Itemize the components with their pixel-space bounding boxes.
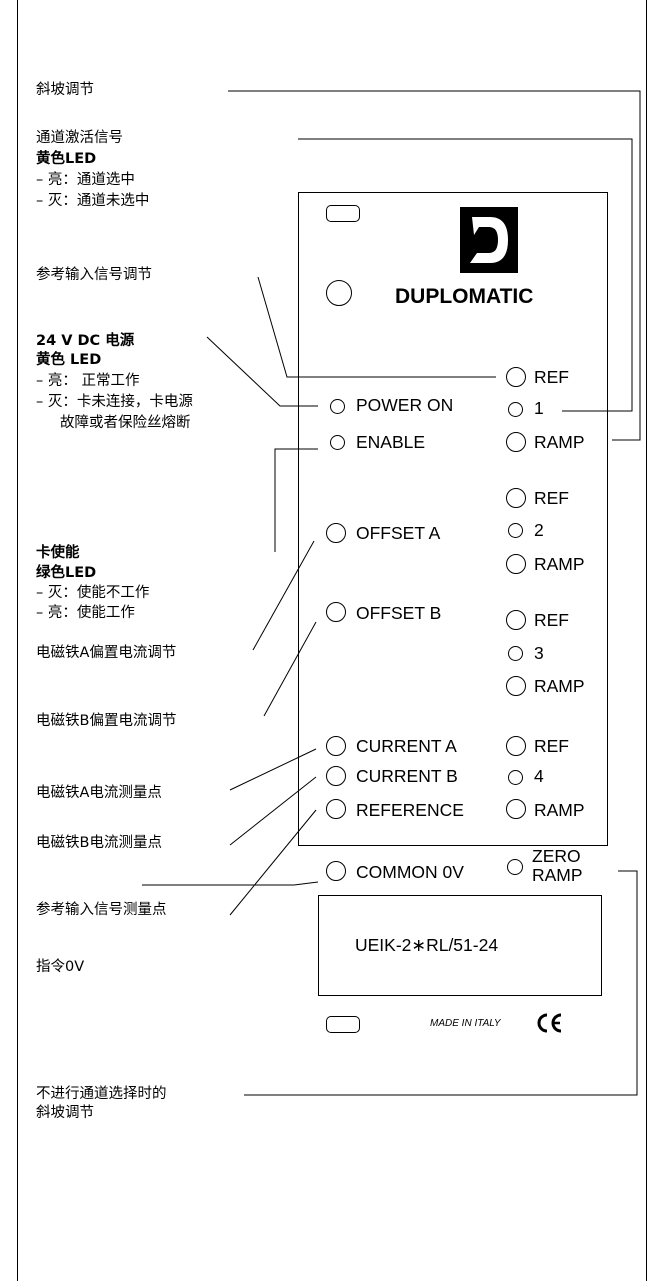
label-zero-ramp-1: 不进行通道选择时的 xyxy=(36,1086,167,1102)
power-on-label: POWER ON xyxy=(356,395,454,415)
ref-2-potentiometer[interactable] xyxy=(506,488,526,508)
channel-2-led xyxy=(508,523,523,538)
channel-4-label: 4 xyxy=(534,766,544,786)
label-current-a: 电磁铁A电流测量点 xyxy=(36,785,162,801)
label-power-off-2: 故障或者保险丝熔断 xyxy=(60,415,191,431)
line-enable xyxy=(274,448,318,552)
ramp-4-label: RAMP xyxy=(534,800,585,820)
line-ref-adjust xyxy=(257,276,496,378)
ramp-2-label: RAMP xyxy=(534,554,585,574)
label-offset-a: 电磁铁A偏置电流调节 xyxy=(36,645,177,661)
ref-4-label: REF xyxy=(534,736,569,756)
ref-3-label: REF xyxy=(534,610,569,630)
line-offset-b xyxy=(263,621,317,717)
current-b-test-point[interactable] xyxy=(326,766,346,786)
duplomatic-logo xyxy=(460,207,518,273)
ref-2-label: REF xyxy=(534,488,569,508)
current-a-test-point[interactable] xyxy=(326,736,346,756)
top-mounting-slot xyxy=(326,205,360,222)
line-current-a xyxy=(229,748,317,791)
channel-1-label: 1 xyxy=(534,398,544,418)
common-0v-label: COMMON 0V xyxy=(356,862,464,882)
line-common xyxy=(142,881,319,886)
label-enable-title: 卡使能 xyxy=(36,545,80,561)
enable-label: ENABLE xyxy=(356,432,426,452)
bottom-mounting-slot xyxy=(326,1016,360,1033)
ramp-1-label: RAMP xyxy=(534,432,585,452)
ramp-4-potentiometer[interactable] xyxy=(506,799,526,819)
line-ramp-adjust xyxy=(228,90,641,441)
zero-label: ZERO xyxy=(532,846,581,866)
ref-4-potentiometer[interactable] xyxy=(506,736,526,756)
label-current-b: 电磁铁B电流测量点 xyxy=(36,835,162,851)
label-power-led: 黄色 LED xyxy=(36,352,102,368)
channel-1-led xyxy=(508,402,523,417)
ref-1-label: REF xyxy=(534,367,569,387)
label-channel-off: – 灭：通道未选中 xyxy=(36,193,150,209)
label-channel-on: – 亮：通道选中 xyxy=(36,172,135,188)
label-reference: 参考输入信号测量点 xyxy=(36,902,167,918)
model-plate xyxy=(318,895,602,996)
line-zero-ramp xyxy=(244,870,638,1096)
label-power-on: – 亮： 正常工作 xyxy=(36,373,140,389)
label-ramp-adjust: 斜坡调节 xyxy=(36,82,94,98)
line-offset-a xyxy=(252,540,315,651)
label-ref-input-adjust: 参考输入信号调节 xyxy=(36,267,152,283)
channel-4-led xyxy=(508,770,523,785)
ramp-3-potentiometer[interactable] xyxy=(506,676,526,696)
label-power-off-1: – 灭：卡未连接，卡电源 xyxy=(36,394,193,410)
offset-b-potentiometer[interactable] xyxy=(326,602,346,622)
current-b-label: CURRENT B xyxy=(356,766,458,786)
offset-a-label: OFFSET A xyxy=(356,523,441,543)
line-reference xyxy=(229,809,317,916)
zero-ramp-potentiometer[interactable] xyxy=(507,859,523,875)
ref-3-potentiometer[interactable] xyxy=(506,610,526,630)
label-enable-on: – 亮：使能工作 xyxy=(36,605,135,621)
page-frame xyxy=(17,0,647,1281)
label-enable-off: – 灭：使能不工作 xyxy=(36,585,150,601)
label-enable-led: 绿色LED xyxy=(36,565,97,581)
ref-input-potentiometer[interactable] xyxy=(326,280,352,306)
ramp-3-label: RAMP xyxy=(534,676,585,696)
zero-ramp-label: RAMP xyxy=(532,865,583,885)
made-in-italy: MADE IN ITALY xyxy=(430,1018,501,1029)
power-on-led xyxy=(330,399,345,414)
front-panel xyxy=(298,192,608,846)
channel-3-led xyxy=(508,646,523,661)
line-channel-signal xyxy=(298,138,633,412)
enable-led xyxy=(330,435,345,450)
offset-a-potentiometer[interactable] xyxy=(326,523,346,543)
label-zero-ramp-2: 斜坡调节 xyxy=(36,1105,94,1121)
current-a-label: CURRENT A xyxy=(356,736,457,756)
label-common: 指令0V xyxy=(36,959,85,975)
common-0v-test-point[interactable] xyxy=(326,861,346,881)
ramp-1-potentiometer[interactable] xyxy=(506,432,526,452)
offset-b-label: OFFSET B xyxy=(356,603,442,623)
ce-mark xyxy=(536,1012,566,1034)
ramp-2-potentiometer[interactable] xyxy=(506,554,526,574)
reference-test-point[interactable] xyxy=(326,799,346,819)
model-number: UEIK-2∗RL/51-24 xyxy=(355,935,499,955)
label-yellow-led: 黄色LED xyxy=(36,151,97,167)
logo-d-icon xyxy=(470,217,508,263)
line-current-b xyxy=(229,776,317,846)
channel-2-label: 2 xyxy=(534,520,544,540)
ref-1-potentiometer[interactable] xyxy=(506,367,526,387)
label-channel-signal: 通道激活信号 xyxy=(36,130,123,146)
brand-name: DUPLOMATIC xyxy=(395,285,534,308)
line-power xyxy=(206,336,318,407)
ce-mark-icon xyxy=(537,1013,562,1033)
channel-3-label: 3 xyxy=(534,643,544,663)
reference-label: REFERENCE xyxy=(356,800,464,820)
label-offset-b: 电磁铁B偏置电流调节 xyxy=(36,713,177,729)
label-power-title: 24 V DC 电源 xyxy=(36,333,135,349)
